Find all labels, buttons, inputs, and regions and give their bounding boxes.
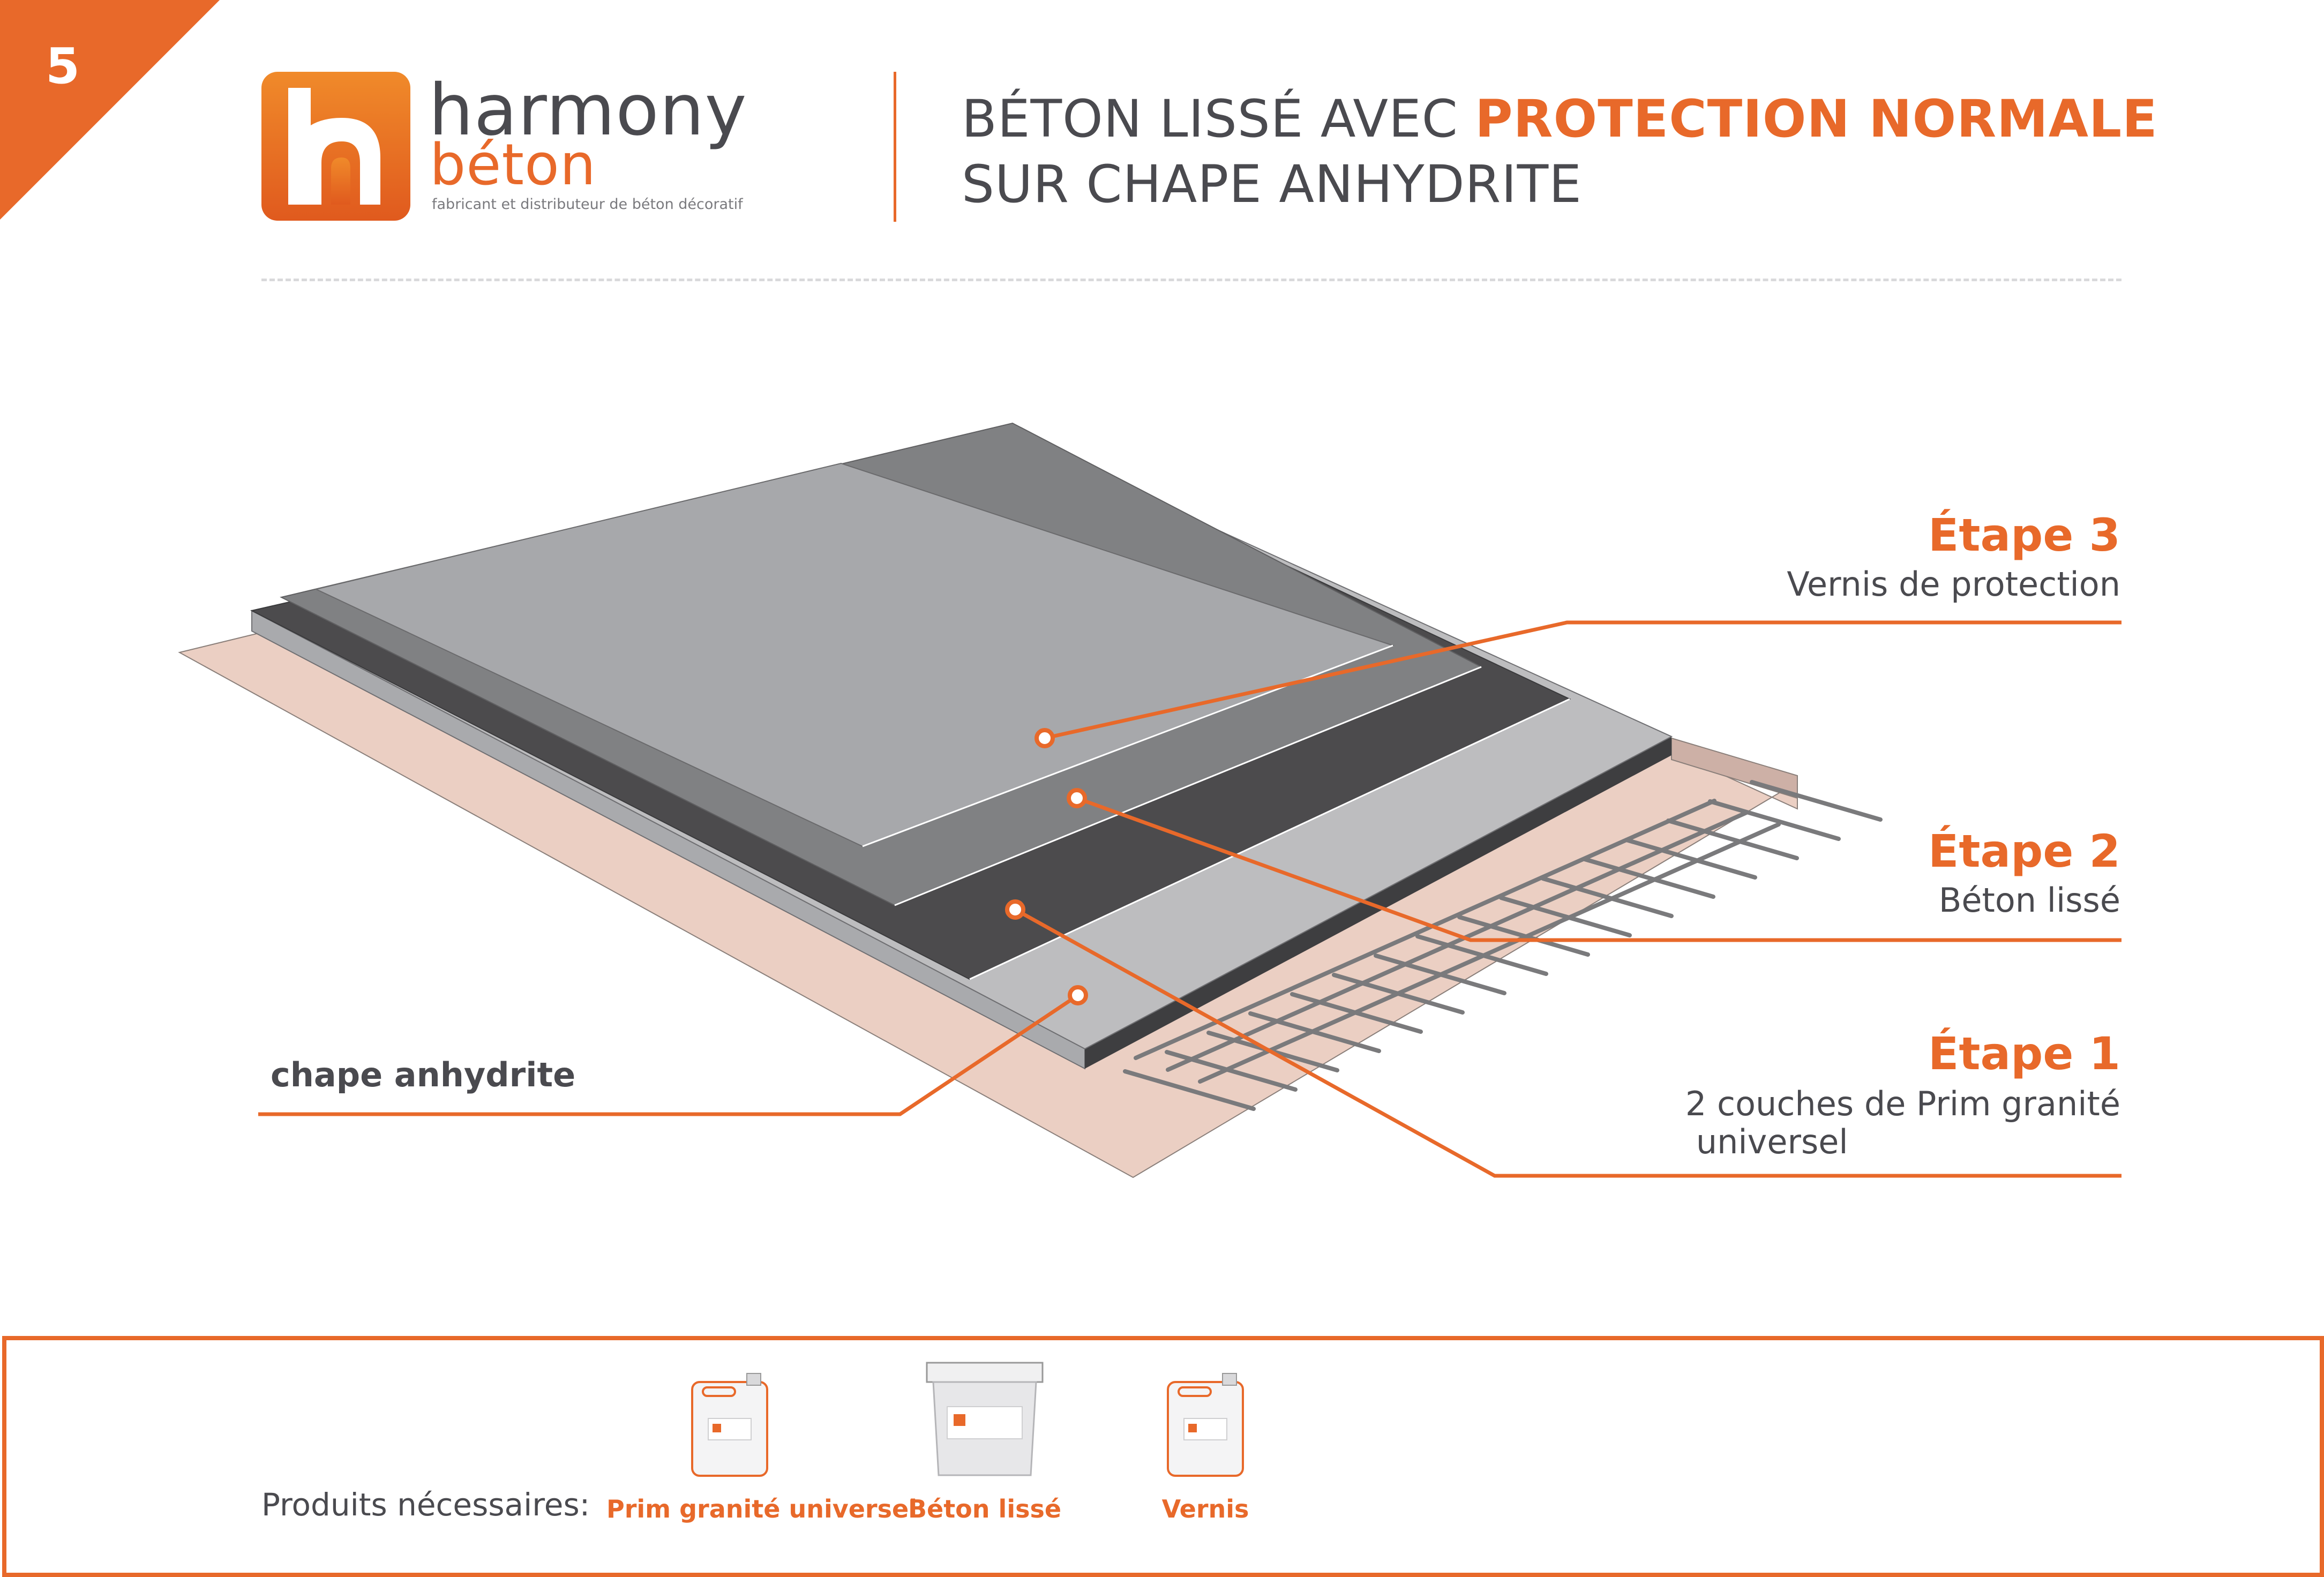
brand-sub: béton bbox=[430, 132, 597, 198]
products-box bbox=[2, 1336, 2324, 1577]
jerrycan-icon bbox=[1167, 1373, 1244, 1477]
corner-badge bbox=[0, 0, 220, 220]
product-label-prim: Prim granité universel bbox=[606, 1495, 917, 1523]
rebar bbox=[1165, 1050, 1298, 1092]
rebar bbox=[1166, 810, 1749, 1072]
step-1-desc: 2 couches de Prim granité universel bbox=[1685, 1085, 2120, 1161]
marker-step3 bbox=[1034, 728, 1055, 748]
step-3-desc: Vernis de protection bbox=[1787, 565, 2120, 604]
chape-label: chape anhydrite bbox=[271, 1055, 576, 1094]
dashed-divider bbox=[261, 279, 2121, 281]
rebar bbox=[1708, 799, 1841, 841]
title-accent: PROTECTION NORMALE bbox=[1475, 89, 2158, 149]
jerrycan-icon bbox=[691, 1373, 768, 1477]
products-heading: Produits nécessaires: bbox=[261, 1486, 590, 1523]
leader-chape bbox=[258, 994, 1079, 1116]
leader-step3 bbox=[1044, 620, 2121, 740]
page-number: 5 bbox=[45, 37, 80, 95]
rebar bbox=[1198, 822, 1781, 1084]
marker-step1 bbox=[1005, 899, 1025, 920]
product-label-beton: Béton lissé bbox=[908, 1495, 1062, 1523]
rebar bbox=[1624, 838, 1757, 880]
bucket-icon bbox=[926, 1362, 1044, 1476]
marker-chape bbox=[1068, 985, 1088, 1005]
step-1-desc-line-2: universel bbox=[1696, 1122, 1848, 1162]
leader-step1 bbox=[1014, 907, 2121, 1178]
page-title-line-1: BÉTON LISSÉ AVEC PROTECTION NORMALE bbox=[962, 93, 2158, 145]
brand-tagline: fabricant et distributeur de béton décor… bbox=[432, 196, 743, 213]
title-prefix: BÉTON LISSÉ AVEC bbox=[962, 89, 1475, 149]
step-2-title: Étape 2 bbox=[1928, 825, 2120, 877]
header-divider bbox=[894, 72, 896, 222]
product-label-vernis: Vernis bbox=[1161, 1495, 1249, 1523]
step-1-desc-line-1: 2 couches de Prim granité bbox=[1685, 1084, 2120, 1123]
rebar bbox=[1666, 818, 1799, 860]
step-2-desc: Béton lissé bbox=[1938, 881, 2120, 920]
rebar bbox=[1134, 799, 1716, 1060]
rebar bbox=[1123, 1069, 1256, 1111]
primer-slab-front bbox=[1085, 737, 1671, 1069]
page-title-line-2: SUR CHAPE ANHYDRITE bbox=[962, 154, 1582, 214]
rebar bbox=[1499, 896, 1632, 937]
rebar bbox=[1541, 876, 1674, 918]
reinforcement-mesh bbox=[1123, 780, 1883, 1111]
leader-step2 bbox=[1076, 796, 2121, 942]
rebar bbox=[1583, 857, 1715, 899]
harmony-logo-icon bbox=[261, 72, 410, 221]
step-3-title: Étape 3 bbox=[1928, 509, 2120, 561]
rebar bbox=[1750, 780, 1883, 822]
step-1-title: Étape 1 bbox=[1928, 1027, 2120, 1080]
brand-name: harmony bbox=[429, 69, 747, 152]
marker-step2 bbox=[1067, 788, 1087, 808]
